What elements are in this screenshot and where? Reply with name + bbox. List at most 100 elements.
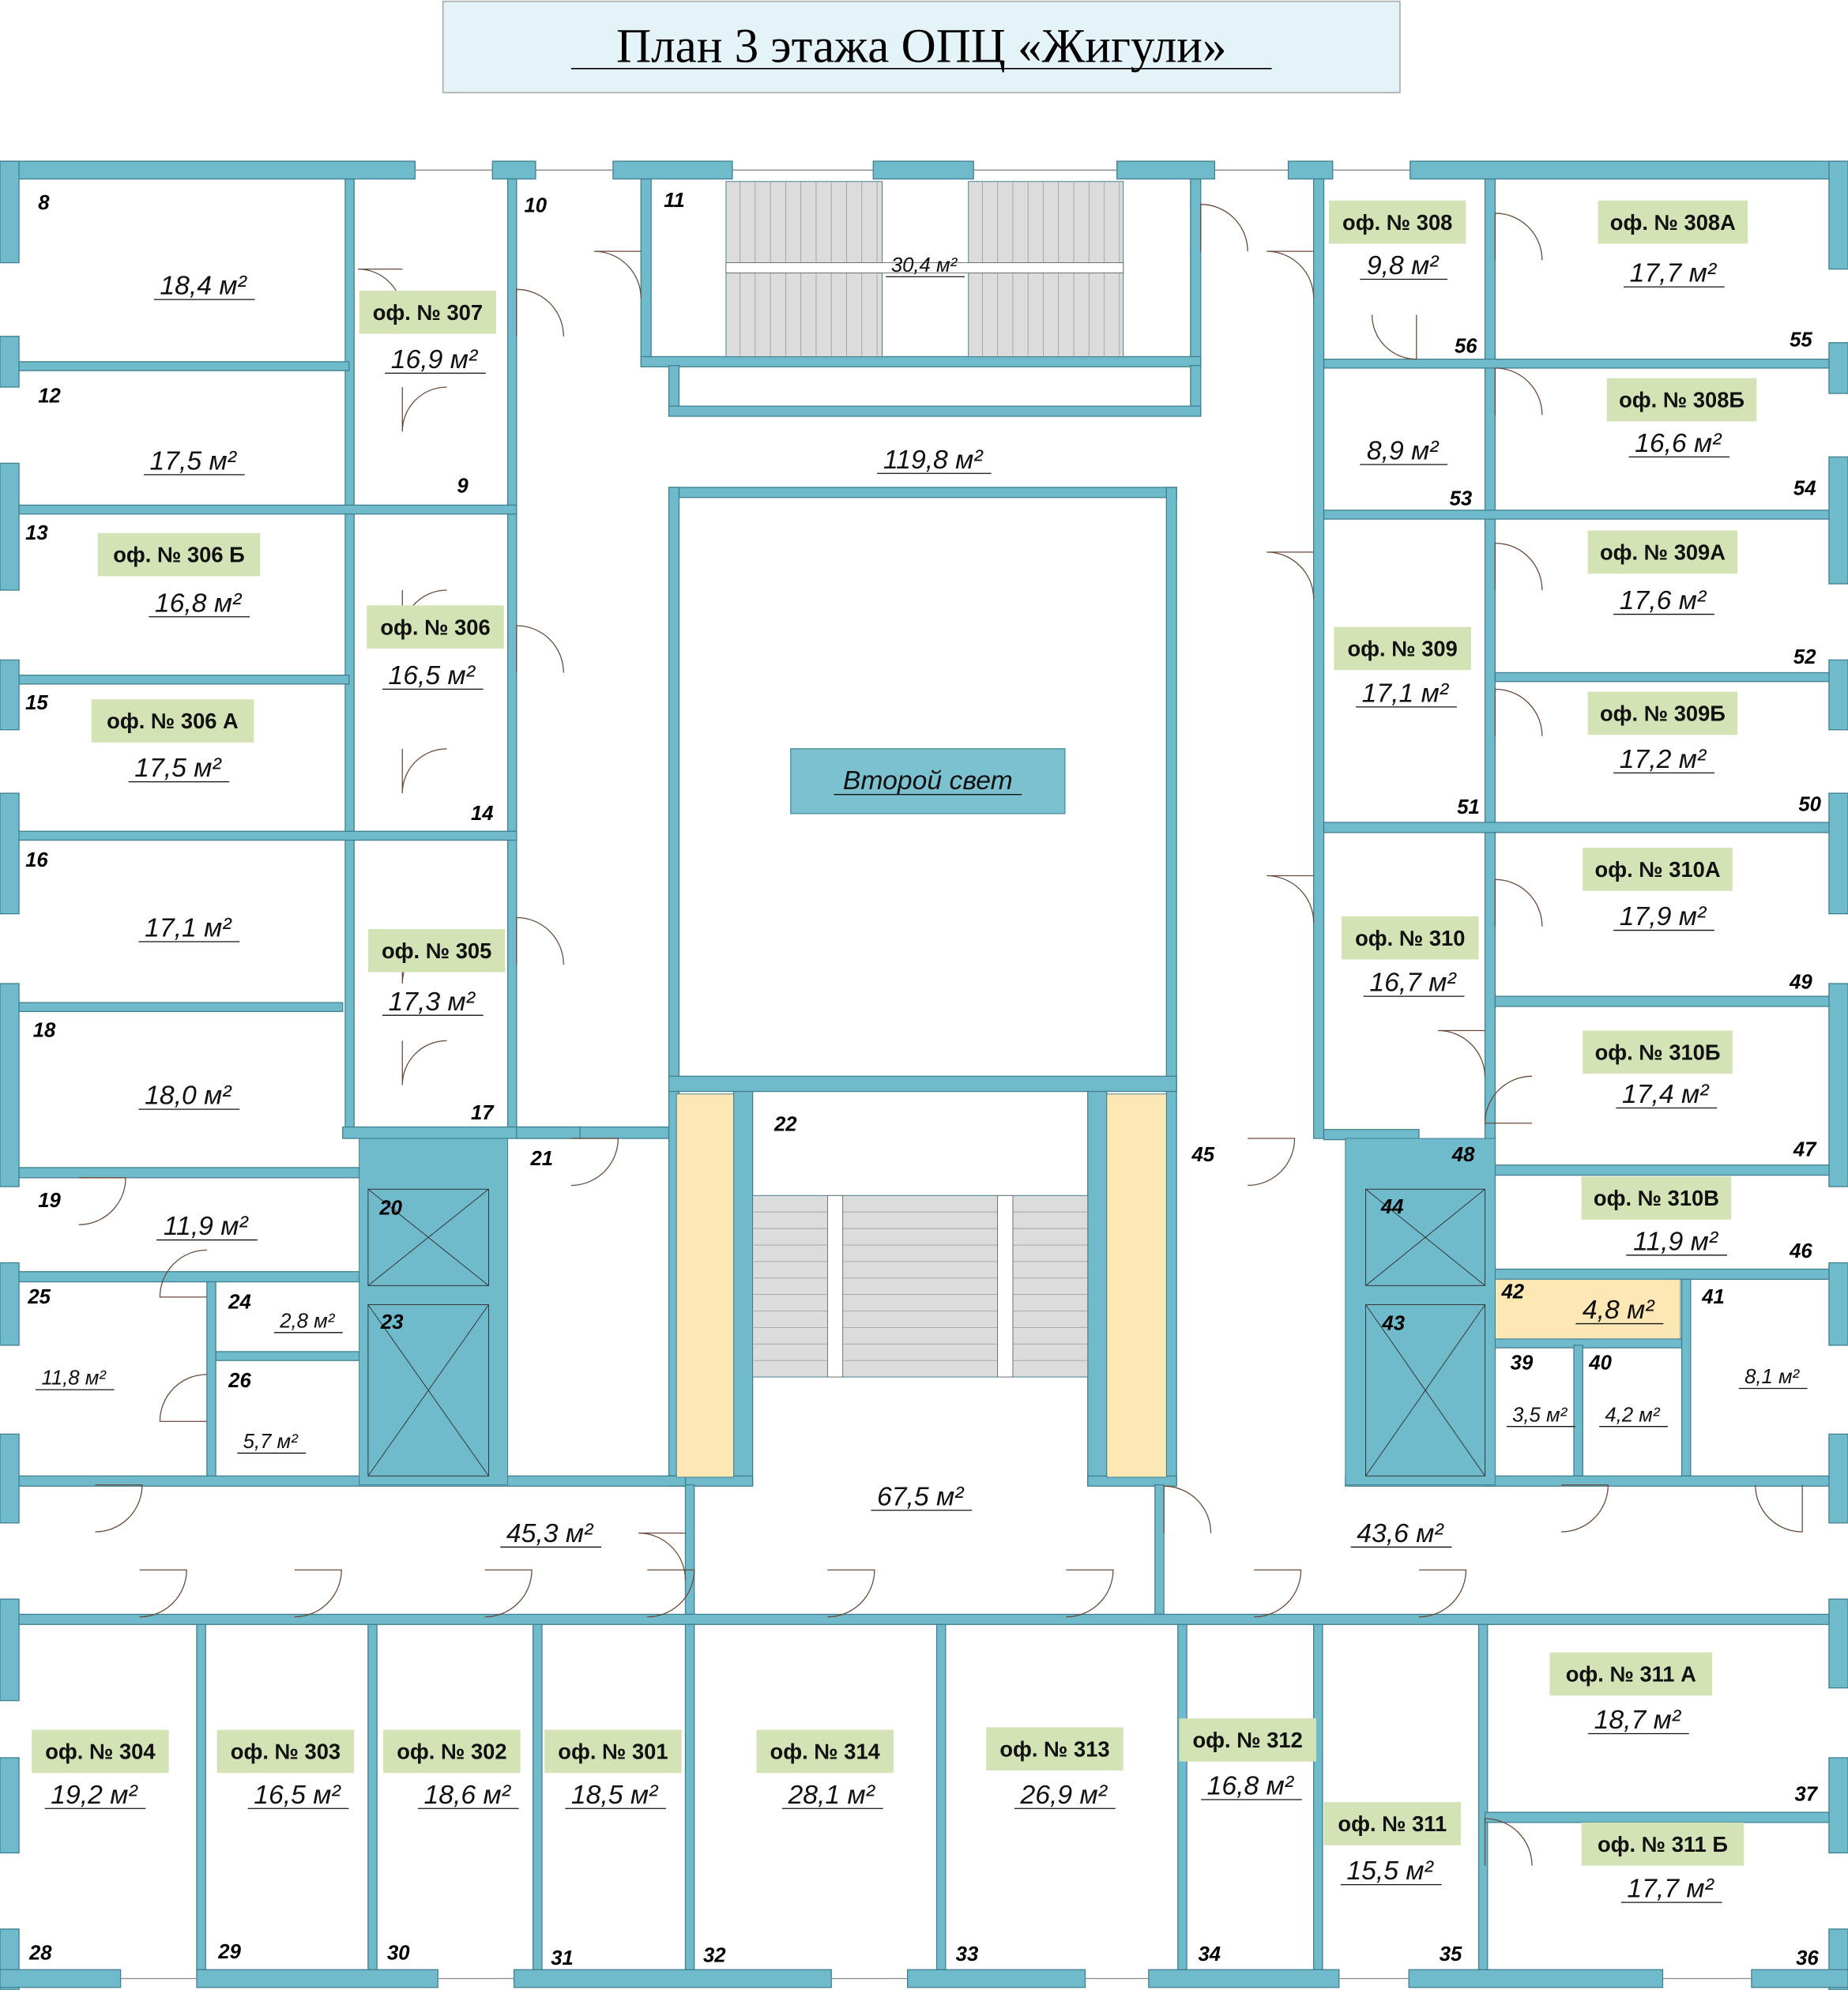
wall xyxy=(935,1623,947,1970)
office-badge: оф. № 311 Б xyxy=(1581,1822,1744,1866)
office-badge-bg xyxy=(367,928,506,972)
office-label: оф. № 308 xyxy=(1342,210,1452,235)
office-badge-bg xyxy=(216,1729,355,1774)
office-badge-bg xyxy=(1334,626,1471,671)
wall xyxy=(1494,1268,1830,1280)
room-area: 11,8 м² xyxy=(41,1367,107,1390)
elevator-block xyxy=(359,1138,509,1486)
wall xyxy=(668,487,680,1093)
room-number: 22 xyxy=(773,1113,797,1135)
wall xyxy=(1477,1623,1489,1970)
room-number: 43 xyxy=(1381,1313,1405,1335)
wall xyxy=(0,1757,20,1854)
room-number: 32 xyxy=(703,1945,726,1967)
door-swing xyxy=(484,1569,533,1618)
wall xyxy=(0,659,20,731)
title-box: План 3 этажа ОПЦ «Жигули» xyxy=(442,0,1401,94)
room-area: 28,1 м² xyxy=(788,1780,876,1810)
door-swing xyxy=(1066,1569,1114,1618)
wall xyxy=(1165,487,1177,1093)
room-number: 45 xyxy=(1191,1144,1214,1166)
wall xyxy=(516,1126,581,1139)
room-number: 28 xyxy=(28,1942,52,1964)
room-number: 47 xyxy=(1793,1139,1817,1161)
office-badge: оф. № 314 xyxy=(756,1729,894,1774)
office-badge-bg xyxy=(544,1729,682,1774)
room-number: 15 xyxy=(25,692,48,714)
door-swing xyxy=(1494,367,1543,416)
wall xyxy=(18,1613,1830,1625)
wall xyxy=(0,462,20,591)
door-swing xyxy=(139,1569,187,1618)
door-swing xyxy=(78,1177,126,1225)
yellow-column xyxy=(676,1093,735,1478)
door-swing xyxy=(1200,204,1248,252)
office-label: оф. № 306 А xyxy=(107,709,239,733)
room-number: 21 xyxy=(529,1148,553,1170)
office-badge: оф. № 304 xyxy=(32,1729,169,1774)
room-area: 17,1 м² xyxy=(145,913,232,943)
room-number: 11 xyxy=(664,190,685,212)
office-badge: оф. № 308Б xyxy=(1606,378,1757,422)
wall xyxy=(0,1262,20,1346)
wall xyxy=(1494,1338,1683,1349)
wall xyxy=(668,487,1177,498)
office-badge-bg xyxy=(1179,1718,1316,1762)
room-number: 39 xyxy=(1511,1352,1534,1374)
room-area: 18,7 м² xyxy=(1594,1705,1682,1735)
office-badge: оф. № 309 xyxy=(1334,626,1471,671)
room-number: 41 xyxy=(1701,1286,1725,1308)
wall xyxy=(0,160,20,264)
wall xyxy=(1494,671,1830,683)
door-swing xyxy=(1248,1138,1296,1187)
room-number: 14 xyxy=(471,803,494,825)
room-number: 37 xyxy=(1795,1784,1819,1806)
room-area: 43,6 м² xyxy=(1357,1518,1444,1548)
room-area: 18,0 м² xyxy=(145,1081,232,1111)
room-number: 16 xyxy=(25,849,48,871)
wall xyxy=(0,983,20,1187)
door-swing xyxy=(516,288,564,337)
wall xyxy=(732,1090,754,1486)
wall xyxy=(344,178,355,1137)
office-badge: оф. № 310В xyxy=(1581,1176,1732,1220)
office-badge: оф. № 311 xyxy=(1323,1802,1462,1845)
wall xyxy=(513,1969,832,1988)
office-badge-bg xyxy=(1598,200,1748,244)
wall xyxy=(18,1271,360,1283)
room-area: 2,8 м² xyxy=(279,1310,335,1332)
office-label: оф. № 301 xyxy=(558,1740,668,1764)
room-area: 16,7 м² xyxy=(1369,968,1457,998)
room-area: 17,5 м² xyxy=(134,753,222,783)
room-area: 16,5 м² xyxy=(389,660,476,690)
office-badge: оф. № 312 xyxy=(1179,1718,1316,1762)
room-area: 16,9 м² xyxy=(391,344,479,374)
wall xyxy=(1828,456,1848,585)
office-label: оф. № 312 xyxy=(1192,1728,1302,1752)
office-label: оф. № 309А xyxy=(1600,540,1726,564)
office-label: оф. № 302 xyxy=(397,1740,506,1764)
office-label: оф. № 307 xyxy=(373,300,483,325)
second-light-label: Второй свет xyxy=(790,748,1066,814)
wall xyxy=(1828,1598,1848,1689)
office-label: оф. № 310 xyxy=(1355,926,1465,950)
office-badge-bg xyxy=(756,1729,894,1774)
room-area: 5,7 м² xyxy=(243,1431,299,1453)
wall xyxy=(18,1167,360,1179)
room-number: 51 xyxy=(1457,796,1480,818)
room-number: 52 xyxy=(1793,646,1816,668)
office-badge-bg xyxy=(367,605,504,649)
room-area: 9,8 м² xyxy=(1367,250,1440,280)
wall xyxy=(18,830,518,841)
wall xyxy=(533,1623,543,1970)
wall xyxy=(1165,1090,1177,1486)
room-number: 35 xyxy=(1440,1943,1462,1966)
wall xyxy=(1116,160,1216,180)
office-badge: оф. № 310А xyxy=(1583,848,1733,891)
office-label: оф. № 310Б xyxy=(1595,1040,1721,1064)
wall xyxy=(1484,1811,1830,1823)
office-badge-bg xyxy=(1328,200,1466,244)
room-area: 16,8 м² xyxy=(155,588,243,618)
wall xyxy=(1828,1433,1848,1524)
door-swing xyxy=(1494,542,1543,591)
